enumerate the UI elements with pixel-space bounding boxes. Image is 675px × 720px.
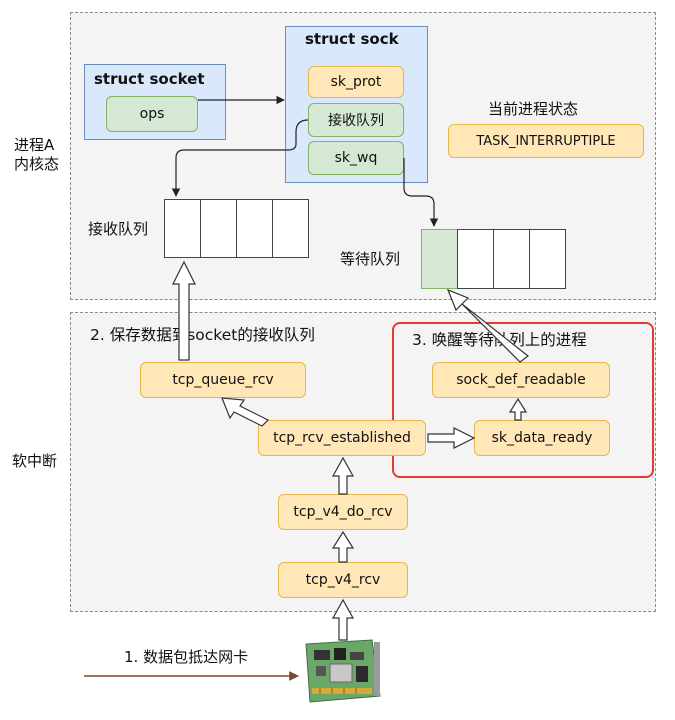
sock-def-readable-box: sock_def_readable: [432, 362, 610, 398]
tcp-v4-rcv-box: tcp_v4_rcv: [278, 562, 408, 598]
tcp-v4-do-rcv-box: tcp_v4_do_rcv: [278, 494, 408, 530]
softirq-label: 软中断: [12, 452, 58, 470]
wait-queue-slot: [493, 229, 530, 289]
sk-wq-field: sk_wq: [308, 141, 404, 175]
step2-label: 2. 保存数据到socket的接收队列: [90, 326, 315, 344]
recv-queue-slot: [272, 199, 309, 258]
recv-queue-label: 接收队列: [88, 220, 149, 238]
process-state-value: TASK_INTERRUPTIPLE: [448, 124, 644, 158]
struct-socket-title: struct socket: [94, 70, 205, 88]
step1-label: 1. 数据包抵达网卡: [124, 648, 249, 666]
wait-queue-slot: [457, 229, 494, 289]
network-card-icon: [305, 639, 381, 703]
sk-data-ready-box: sk_data_ready: [474, 420, 610, 456]
wait-queue-slot-occupied: [421, 229, 458, 289]
process-label: 进程A 内核态: [14, 136, 60, 173]
recv-queue-slot: [236, 199, 273, 258]
recv-queue-slot: [164, 199, 201, 258]
wait-queue-slot: [529, 229, 566, 289]
tcp-queue-rcv-box: tcp_queue_rcv: [140, 362, 306, 398]
wait-queue-label: 等待队列: [340, 250, 401, 268]
ops-field: ops: [106, 96, 198, 132]
sk-prot-field: sk_prot: [308, 66, 404, 98]
struct-sock-title: struct sock: [305, 30, 399, 48]
recv-queue-slot: [200, 199, 237, 258]
process-state-label: 当前进程状态: [488, 100, 579, 118]
recv-queue-field: 接收队列: [308, 103, 404, 137]
tcp-rcv-established-box: tcp_rcv_established: [258, 420, 426, 456]
